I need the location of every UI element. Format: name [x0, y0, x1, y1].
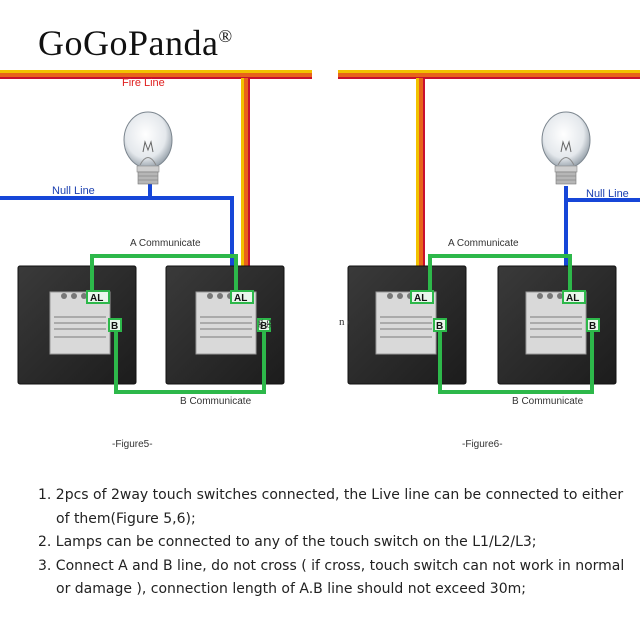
switch-panel-4: [497, 265, 617, 385]
lamp-right: [541, 111, 591, 185]
figure5-caption: -Figure5-: [112, 439, 153, 450]
brand-logo: GoGoPanda®: [38, 22, 233, 64]
instructions-list: 1. 2pcs of 2way touch switches connected…: [38, 484, 628, 602]
instruction-item: 3. Connect A and B line, do not cross ( …: [38, 557, 625, 598]
terminal-al-1: AL: [86, 290, 110, 304]
svg-text:AL: AL: [414, 293, 427, 304]
svg-text:B: B: [260, 321, 267, 332]
fire-drop-right: [416, 78, 425, 294]
svg-text:B: B: [436, 321, 443, 332]
terminal-b-4: B: [586, 318, 600, 332]
instruction-item: 1. 2pcs of 2way touch switches connected…: [38, 487, 624, 527]
b-communicate-label-left: B Communicate: [180, 396, 252, 407]
null-line-label-left: Null Line: [52, 185, 95, 197]
fire-line-right: [338, 70, 640, 79]
svg-text:B: B: [111, 321, 118, 332]
null-line-right: [564, 186, 640, 292]
fire-line-left: [0, 70, 312, 79]
terminal-b-1: B: [108, 318, 122, 332]
lamp-left: [123, 111, 173, 185]
instruction-item: 2. Lamps can be connected to any of the …: [38, 534, 537, 550]
a-communicate-label-right: A Communicate: [448, 238, 519, 249]
null-line-left: [0, 182, 234, 292]
wiring-diagram: Fire Line Null Line Null Line: [0, 70, 640, 450]
svg-text:AL: AL: [566, 293, 579, 304]
brand-name: GoGoPanda: [38, 23, 219, 63]
terminal-al-2: AL: [230, 290, 254, 304]
terminal-al-3: AL: [410, 290, 434, 304]
null-line-label-right: Null Line: [586, 188, 629, 200]
fire-line-label: Fire Line: [122, 77, 165, 89]
terminal-b-3: B: [433, 318, 447, 332]
stray-text-left: g g: [258, 316, 272, 328]
a-communicate-wire-right: [428, 254, 572, 294]
svg-text:AL: AL: [90, 293, 103, 304]
b-communicate-wire-right: [438, 326, 594, 394]
a-communicate-label-left: A Communicate: [130, 238, 201, 249]
registered-mark: ®: [218, 26, 233, 46]
switch-panel-3: [347, 265, 467, 385]
figure6-caption: -Figure6-: [462, 439, 503, 450]
fire-drop-left: [241, 78, 250, 294]
svg-text:B: B: [589, 321, 596, 332]
a-communicate-wire-left: [90, 254, 238, 294]
terminal-b-2: B: [257, 318, 271, 332]
svg-text:AL: AL: [234, 293, 247, 304]
b-communicate-wire-left: [114, 326, 266, 394]
stray-text-right: n d: [339, 316, 353, 328]
b-communicate-label-right: B Communicate: [512, 396, 584, 407]
terminal-al-4: AL: [562, 290, 586, 304]
